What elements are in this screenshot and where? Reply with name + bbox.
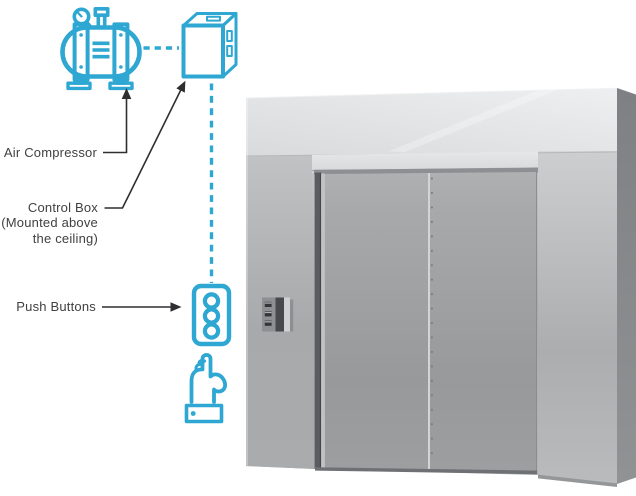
air-compressor-icon (60, 7, 142, 91)
connector-dashed-lines (143, 46, 214, 283)
label-arrows (102, 80, 186, 312)
left-door-panel (325, 173, 428, 470)
door-jamb-highlight (321, 173, 325, 469)
call-panel-shadow (290, 299, 294, 332)
control-box-label: Control Box (Mounted above the ceiling) (0, 200, 98, 246)
wall-top-edge-line (245, 87, 618, 99)
door-sill-shadow (315, 467, 537, 475)
pressing-hand-icon (184, 353, 227, 424)
door-center-seam (428, 173, 430, 470)
door-lintel (312, 151, 538, 173)
compressor-bolts (79, 33, 123, 69)
control-box-icon (181, 12, 238, 79)
elevator-call-panel (262, 297, 294, 332)
call-panel-dark-strip (275, 297, 284, 332)
right-wall-column (538, 151, 617, 484)
door-jamb-dark (314, 172, 322, 469)
push-button-panel-icon (191, 283, 232, 347)
right-column-bottom-bevel (538, 474, 617, 487)
air-compressor-label: Air Compressor (3, 145, 97, 160)
elevator-side-face (617, 88, 636, 484)
elevator-illustration (245, 87, 636, 487)
header-reflection (388, 89, 560, 152)
control-box-label-line2: (Mounted above (1, 215, 98, 231)
right-door-panel (430, 172, 537, 472)
call-panel-light-strip (284, 297, 290, 332)
control-box-arrow (104, 80, 186, 209)
call-panel-buttons (264, 301, 272, 326)
elevator-header-panel (246, 88, 617, 156)
control-box-label-line3: the ceiling) (32, 230, 98, 246)
control-box-label-line1: Control Box (27, 200, 98, 215)
air-compressor-arrow (103, 88, 132, 154)
push-buttons-label: Push Buttons (16, 299, 96, 314)
